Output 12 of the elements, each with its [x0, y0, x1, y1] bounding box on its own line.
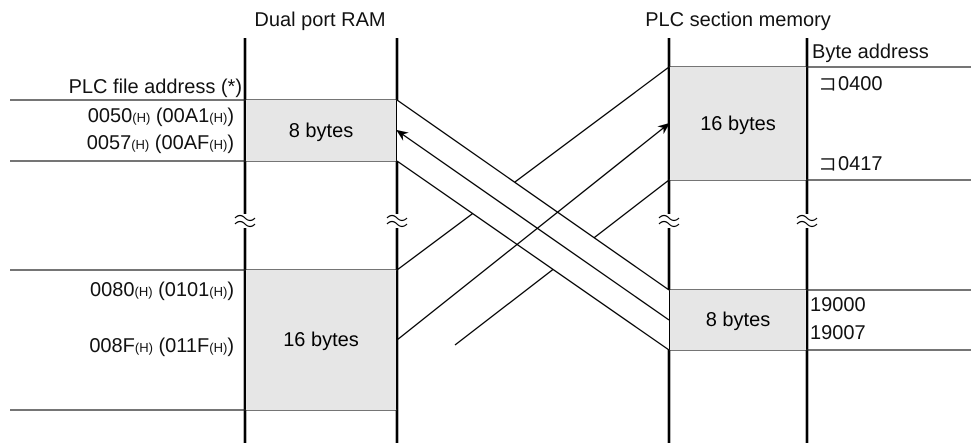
block-size-label: 8 bytes: [288, 118, 354, 142]
block-size-label: 16 bytes: [699, 112, 777, 136]
address-label: 19000: [810, 293, 866, 317]
block-size-label: 8 bytes: [704, 308, 772, 332]
address-label: コ0417: [818, 152, 882, 176]
column-heading: Dual port RAM: [254, 8, 386, 32]
address-label: コ0400: [818, 72, 882, 96]
column-heading: PLC file address (*): [68, 75, 242, 99]
address-label: 19007: [810, 321, 866, 345]
block-size-label: 16 bytes: [282, 328, 360, 352]
column-heading: Byte address: [812, 40, 929, 64]
column-heading: PLC section memory: [645, 8, 831, 32]
